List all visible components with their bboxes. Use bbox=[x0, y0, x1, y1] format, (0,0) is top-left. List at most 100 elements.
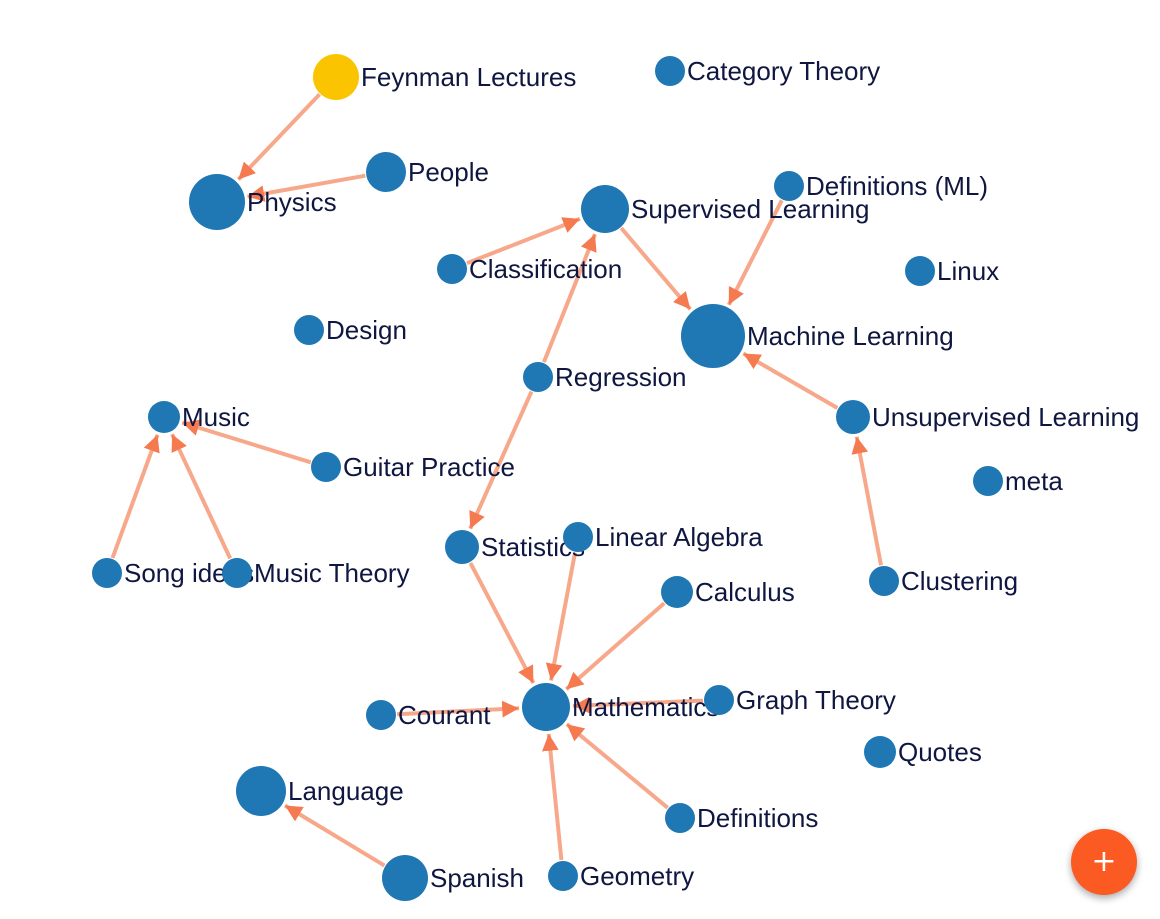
node-language[interactable]: Language bbox=[236, 766, 404, 816]
node-quotes[interactable]: Quotes bbox=[864, 736, 982, 768]
node-regression[interactable]: Regression bbox=[523, 362, 687, 392]
node-circle[interactable] bbox=[581, 185, 629, 233]
node-circle[interactable] bbox=[366, 700, 396, 730]
edge-calculus-to-mathematics bbox=[564, 601, 666, 691]
node-label: Unsupervised Learning bbox=[872, 402, 1139, 432]
edge-definitions_ml-to-machine_learning bbox=[727, 199, 784, 306]
edges-layer bbox=[110, 93, 883, 868]
node-music[interactable]: Music bbox=[148, 401, 250, 433]
node-category-theory[interactable]: Category Theory bbox=[655, 56, 880, 86]
node-circle[interactable] bbox=[869, 566, 899, 596]
edge-statistics-to-mathematics bbox=[468, 561, 536, 685]
node-label: Geometry bbox=[580, 861, 694, 891]
node-label: Regression bbox=[555, 362, 687, 392]
node-feynman[interactable]: Feynman Lectures bbox=[313, 54, 576, 100]
node-linux[interactable]: Linux bbox=[905, 256, 999, 286]
node-machine-learning[interactable]: Machine Learning bbox=[681, 304, 954, 368]
node-circle[interactable] bbox=[366, 152, 406, 192]
node-label: Design bbox=[326, 315, 407, 345]
node-mathematics[interactable]: Mathematics bbox=[522, 683, 719, 731]
edge-music_theory-to-music bbox=[170, 433, 233, 560]
node-calculus[interactable]: Calculus bbox=[661, 576, 795, 608]
node-label: Clustering bbox=[901, 566, 1018, 596]
node-unsupervised[interactable]: Unsupervised Learning bbox=[836, 400, 1139, 434]
node-circle[interactable] bbox=[681, 304, 745, 368]
node-circle[interactable] bbox=[445, 530, 479, 564]
node-circle[interactable] bbox=[704, 685, 734, 715]
node-spanish[interactable]: Spanish bbox=[382, 855, 524, 901]
node-label: Category Theory bbox=[687, 56, 880, 86]
node-label: Quotes bbox=[898, 737, 982, 767]
node-label: Music Theory bbox=[254, 558, 410, 588]
node-circle[interactable] bbox=[836, 400, 870, 434]
node-meta[interactable]: meta bbox=[973, 466, 1063, 496]
node-definitions-ml[interactable]: Definitions (ML) bbox=[774, 171, 988, 201]
node-label: Physics bbox=[247, 187, 337, 217]
node-circle[interactable] bbox=[563, 522, 593, 552]
node-supervised[interactable]: Supervised Learning bbox=[581, 185, 870, 233]
node-circle[interactable] bbox=[522, 683, 570, 731]
edge-geometry-to-mathematics bbox=[542, 733, 564, 861]
edge-courant-to-mathematics bbox=[396, 700, 520, 718]
node-label: Linux bbox=[937, 256, 999, 286]
node-label: Mathematics bbox=[572, 692, 719, 722]
edge-graph_theory-to-mathematics bbox=[572, 696, 704, 714]
node-circle[interactable] bbox=[222, 558, 252, 588]
node-circle[interactable] bbox=[665, 803, 695, 833]
node-circle[interactable] bbox=[382, 855, 428, 901]
edge-guitar-to-music bbox=[181, 419, 312, 465]
node-label: Language bbox=[288, 776, 404, 806]
node-label: Definitions (ML) bbox=[806, 171, 988, 201]
node-linear-algebra[interactable]: Linear Algebra bbox=[563, 522, 763, 552]
node-circle[interactable] bbox=[311, 452, 341, 482]
node-circle[interactable] bbox=[523, 362, 553, 392]
node-music-theory[interactable]: Music Theory bbox=[222, 558, 410, 588]
node-label: Calculus bbox=[695, 577, 795, 607]
node-definitions[interactable]: Definitions bbox=[665, 803, 818, 833]
node-circle[interactable] bbox=[661, 576, 693, 608]
node-circle[interactable] bbox=[864, 736, 896, 768]
node-circle[interactable] bbox=[437, 254, 467, 284]
node-circle[interactable] bbox=[548, 861, 578, 891]
node-design[interactable]: Design bbox=[294, 315, 407, 345]
node-circle[interactable] bbox=[655, 56, 685, 86]
node-label: People bbox=[408, 157, 489, 187]
node-circle[interactable] bbox=[92, 558, 122, 588]
node-circle[interactable] bbox=[189, 174, 245, 230]
edge-definitions-to-mathematics bbox=[565, 722, 669, 810]
node-classification[interactable]: Classification bbox=[437, 254, 622, 284]
node-label: Machine Learning bbox=[747, 321, 954, 351]
node-label: Spanish bbox=[430, 863, 524, 893]
node-label: Graph Theory bbox=[736, 685, 896, 715]
node-physics[interactable]: Physics bbox=[189, 174, 337, 230]
node-circle[interactable] bbox=[774, 171, 804, 201]
edge-regression-to-statistics bbox=[468, 390, 534, 530]
node-label: Classification bbox=[469, 254, 622, 284]
node-courant[interactable]: Courant bbox=[366, 700, 491, 730]
node-label: Supervised Learning bbox=[631, 194, 870, 224]
node-label: Feynman Lectures bbox=[361, 62, 576, 92]
node-label: meta bbox=[1005, 466, 1063, 496]
node-circle[interactable] bbox=[905, 256, 935, 286]
node-people[interactable]: People bbox=[366, 152, 489, 192]
node-guitar[interactable]: Guitar Practice bbox=[311, 452, 515, 482]
node-graph-theory[interactable]: Graph Theory bbox=[704, 685, 896, 715]
node-circle[interactable] bbox=[313, 54, 359, 100]
add-note-button[interactable]: + bbox=[1071, 829, 1137, 895]
edge-people-to-physics bbox=[247, 173, 366, 202]
edge-clustering-to-unsupervised bbox=[851, 436, 883, 566]
node-circle[interactable] bbox=[148, 401, 180, 433]
edge-spanish-to-language bbox=[283, 803, 386, 868]
edge-song_ideas-to-music bbox=[110, 434, 160, 559]
edge-regression-to-supervised bbox=[542, 233, 597, 363]
node-geometry[interactable]: Geometry bbox=[548, 861, 694, 891]
edge-linear_algebra-to-mathematics bbox=[545, 552, 577, 681]
node-circle[interactable] bbox=[294, 315, 324, 345]
node-circle[interactable] bbox=[236, 766, 286, 816]
edge-unsupervised-to-machine_learning bbox=[742, 351, 839, 410]
node-clustering[interactable]: Clustering bbox=[869, 566, 1018, 596]
node-circle[interactable] bbox=[973, 466, 1003, 496]
